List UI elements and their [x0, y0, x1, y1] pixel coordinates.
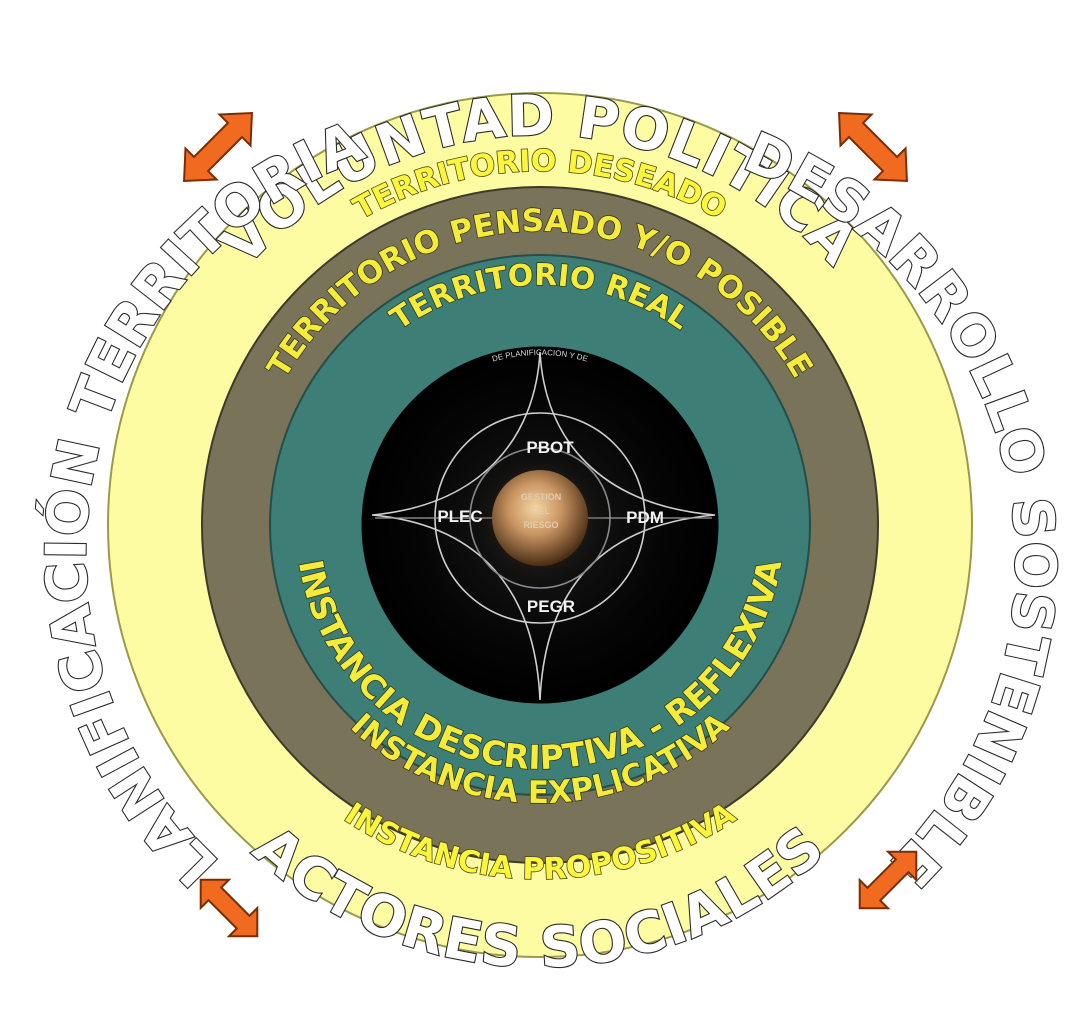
center-line3: RIESGO [523, 520, 558, 530]
gestion-riesgo-sun [492, 470, 588, 566]
center-line2: DEL [532, 506, 551, 516]
pbot-label: PBOT [526, 438, 574, 457]
pegr-label: PEGR [527, 597, 575, 616]
arrow-bottom-right-icon [858, 850, 918, 910]
arrow-top-right-icon [838, 112, 908, 182]
arrow-top-left-icon [183, 112, 253, 182]
plec-label: PLEC [437, 507, 482, 526]
center-line1: GESTION [521, 492, 562, 502]
pdm-label: PDM [626, 508, 664, 527]
arrow-bottom-left-icon [199, 878, 259, 938]
